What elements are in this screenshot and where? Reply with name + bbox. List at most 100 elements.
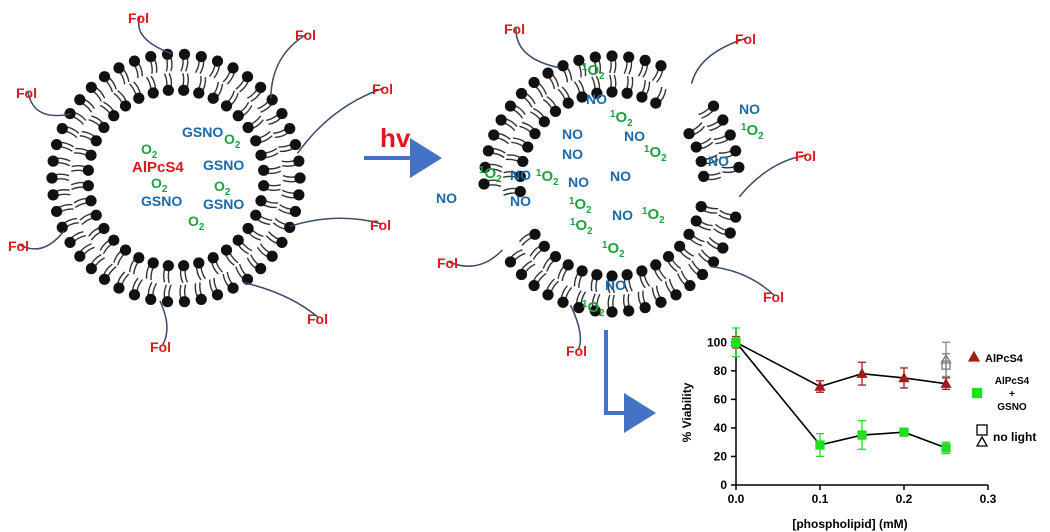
peg-tether [138,16,173,55]
lipid-head [211,289,224,301]
inner-lipid [590,269,603,293]
legend-marker-open-triangle [975,435,989,447]
outer-lipid [64,107,87,125]
y-tick-label: 100 [707,335,727,349]
inner-lipid [162,260,174,283]
lipid-head [195,50,207,63]
inner-lipid [250,209,273,226]
lipid-head [113,62,125,74]
peg-tether [159,300,168,347]
outer-lipid [651,285,667,308]
control-point-square [941,360,951,370]
outer-lipid [209,55,224,79]
inner-lipid [255,195,279,209]
lipid-head [147,257,159,269]
outer-lipid [222,271,239,294]
data-point-square [815,440,825,450]
peg-tether [515,27,559,69]
outer-lipid [281,155,305,167]
lipid-head [128,289,141,301]
folate-label: Fol [735,31,756,47]
inner-lipid [79,130,102,147]
lipid-head [242,121,254,134]
lipid-head [674,240,686,252]
inner-lipid [178,73,190,96]
outer-lipid [257,94,278,113]
lipid-head [514,185,526,198]
lipid-head [478,178,490,190]
outer-lipid [145,281,158,306]
outer-lipid [178,284,191,308]
lipid-head [266,250,278,262]
outer-lipid [515,260,536,281]
lipid-head [250,209,262,221]
inner-lipid [162,72,174,96]
lipid-head [145,293,157,306]
lipid-head [542,67,554,79]
inner-lipid [250,131,273,147]
lipid-head [85,81,97,93]
inner-lipid [207,81,224,104]
intact-liposome [46,48,306,308]
data-point-square [899,427,909,437]
outer-lipid [128,277,143,301]
outer-lipid [688,260,709,281]
inner-lipid [690,137,714,153]
outer-lipid [235,263,254,285]
inner-lipid [505,154,529,168]
lipid-head [289,205,302,218]
outer-lipid [504,100,526,119]
oxygen-label: O2 [224,131,241,151]
gsno-label: GSNO [203,196,244,212]
lipid-head [276,236,288,249]
peg-tether [270,33,308,99]
outer-lipid [85,81,106,102]
outer-lipid [651,60,667,83]
folate-label: Fol [128,10,149,26]
folate-label: Fol [504,21,525,37]
outer-lipid [698,100,720,119]
lipid-head [639,54,651,66]
lipid-head [207,92,219,104]
inner-lipid [650,259,667,282]
inner-lipid [636,265,651,289]
no-label: NO [436,190,457,206]
inner-lipid [242,115,264,134]
inner-lipid [88,115,110,134]
folate-label: Fol [372,81,393,97]
lipid-head [56,221,68,234]
inner-lipid [88,222,110,241]
inner-lipid [232,101,253,122]
lipid-head [504,100,517,112]
lipid-head [162,84,174,96]
oxygen-label: O2 [151,175,168,195]
data-point-square [857,430,867,440]
inner-lipid [73,195,97,208]
light-label: hv [380,123,411,153]
lipid-head [479,161,491,173]
outer-lipid [47,189,71,201]
data-point-triangle [856,367,868,378]
legend-marker-alpcs4 [967,350,981,362]
singlet-oxygen-label: 1O2 [642,206,665,226]
gsno-label: GSNO [182,124,223,140]
lipid-head [74,250,86,262]
lipid-head [98,71,111,83]
outer-lipid [622,293,635,317]
lipid-head [542,289,554,301]
outer-lipid [272,217,296,234]
lipid-head [108,110,120,122]
outer-lipid [495,114,518,131]
lipid-head [255,149,267,161]
inner-lipid [695,200,719,214]
y-tick-label: 0 [720,478,727,492]
outer-lipid [74,243,95,262]
lipid-head [145,50,157,63]
outer-lipid [281,189,305,201]
lipid-head [730,145,742,157]
x-axis-label: [phospholipid] (mM) [792,517,907,531]
